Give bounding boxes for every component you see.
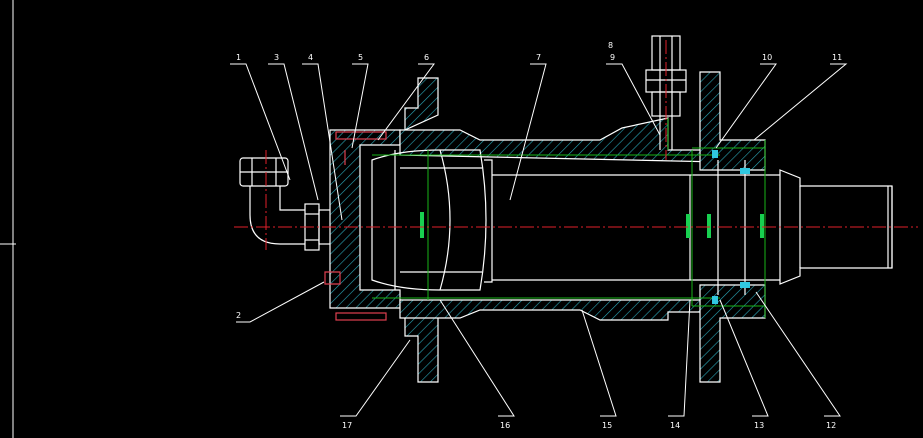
callout-label-4: 4	[308, 53, 313, 62]
rod-end-thread	[779, 169, 893, 285]
bottom-flange	[404, 307, 439, 383]
elbow-fitting	[239, 157, 332, 251]
callout-label-5: 5	[358, 53, 363, 62]
barrel-bottom-wall	[399, 299, 721, 321]
piston	[371, 149, 493, 291]
callout-label-13: 13	[754, 421, 764, 430]
callout-label-6: 6	[424, 53, 429, 62]
callout-label-17: 17	[342, 421, 352, 430]
fasteners	[324, 131, 387, 321]
callout-label-11: 11	[832, 53, 842, 62]
callout-label-12: 12	[826, 421, 836, 430]
callout-label-7: 7	[536, 53, 541, 62]
callout-label-3: 3	[274, 53, 279, 62]
callout-label-15: 15	[602, 421, 612, 430]
callout-label-16: 16	[500, 421, 510, 430]
callout-label-2: 2	[236, 311, 241, 320]
cyan-seals	[712, 150, 750, 304]
callout-label-14: 14	[670, 421, 680, 430]
callout-label-1: 1	[236, 53, 241, 62]
construction-lines	[372, 118, 766, 318]
center-lines	[234, 40, 918, 250]
callout-labels: 1 3 4 5 6 7 8 9 10 11 2 17 16 15 14 13 1…	[236, 41, 842, 430]
seal-marks	[420, 212, 764, 238]
callout-label-10: 10	[762, 53, 772, 62]
top-flange	[404, 77, 439, 131]
leader-lines	[230, 63, 848, 417]
callout-label-8: 8	[608, 41, 613, 50]
callout-label-9: 9	[610, 53, 615, 62]
front-gland-bottom	[699, 284, 766, 383]
